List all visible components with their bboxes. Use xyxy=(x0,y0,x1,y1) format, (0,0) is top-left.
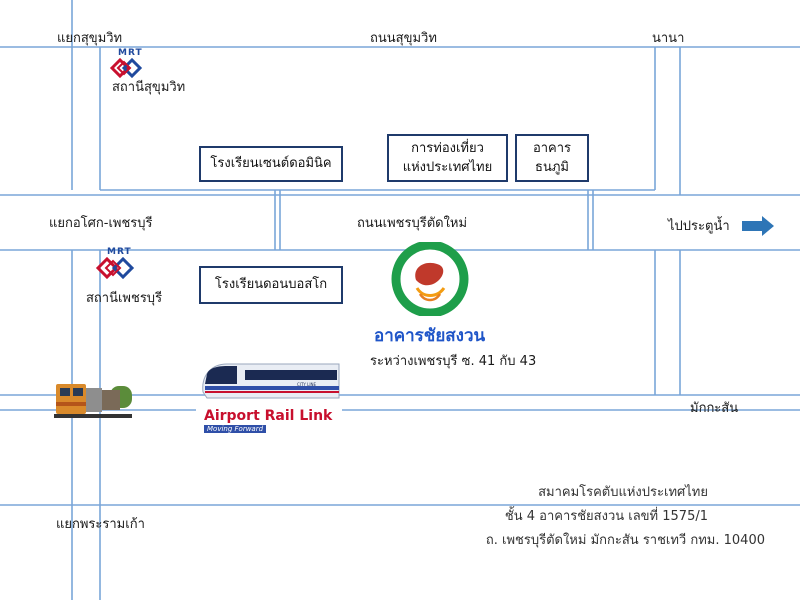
to-pratunam-label: ไปประตูน้ำ xyxy=(668,219,730,234)
thanaphum-box: อาคาร ธนภูมิ xyxy=(515,134,589,182)
airport-rail-link-tagline: Moving Forward xyxy=(204,425,267,433)
sukhumvit-station-label: สถานีสุขุมวิท xyxy=(112,80,186,95)
address-line1: สมาคมโรคตับแห่งประเทศไทย xyxy=(538,485,708,500)
airport-rail-link-brand: Airport Rail Link Moving Forward xyxy=(196,406,342,433)
makkasan-label: มักกะสัน xyxy=(690,401,739,416)
nana-label: นานา xyxy=(652,31,685,46)
asoke-petchaburi-junction-label: แยกอโศก-เพชรบุรี xyxy=(49,216,153,231)
tat-box: การท่องเที่ยว แห่งประเทศไทย xyxy=(387,134,508,182)
destination-location-note: ระหว่างเพชรบุรี ซ. 41 กับ 43 xyxy=(370,354,537,369)
airport-rail-link-text: Airport Rail Link xyxy=(204,408,333,424)
don-bosco-school-label: โรงเรียนดอนบอสโก xyxy=(214,277,328,292)
don-bosco-school-box: โรงเรียนดอนบอสโก xyxy=(199,266,343,304)
address-line2: ชั้น 4 อาคารชัยสงวน เลขที่ 1575/1 xyxy=(504,509,708,524)
mrt-logo-icon: MRT xyxy=(108,48,148,79)
mrt-logo-icon: MRT xyxy=(93,247,143,281)
arrow-right-icon xyxy=(742,216,774,236)
petchaburi-station-label: สถานีเพชรบุรี xyxy=(86,291,163,306)
st-dominic-school-box: โรงเรียนเซนต์ดอมินิค xyxy=(199,146,343,182)
train-label: CITY LINE xyxy=(297,382,317,387)
rama9-junction-label: แยกพระรามเก้า xyxy=(56,517,145,532)
sukhumvit-road-label: ถนนสุขุมวิท xyxy=(370,31,437,46)
thanaphum-line2: ธนภูมิ xyxy=(535,160,569,175)
destination-building-name: อาคารชัยสงวน xyxy=(374,326,486,346)
thanaphum-line1: อาคาร xyxy=(532,141,572,156)
freight-train-icon xyxy=(52,376,134,422)
tat-line1: การท่องเที่ยว xyxy=(411,141,484,156)
address-line3: ถ. เพชรบุรีตัดใหม่ มักกะสัน ราชเทวี กทม.… xyxy=(485,533,765,548)
new-petchaburi-road-label: ถนนเพชรบุรีตัดใหม่ xyxy=(357,216,468,231)
liver-association-logo-icon xyxy=(387,240,473,318)
airport-train-icon: CITY LINE xyxy=(197,356,342,408)
tat-line2: แห่งประเทศไทย xyxy=(402,160,493,175)
st-dominic-school-label: โรงเรียนเซนต์ดอมินิค xyxy=(210,156,332,171)
sukhumvit-junction-label: แยกสุขุมวิท xyxy=(57,31,123,46)
